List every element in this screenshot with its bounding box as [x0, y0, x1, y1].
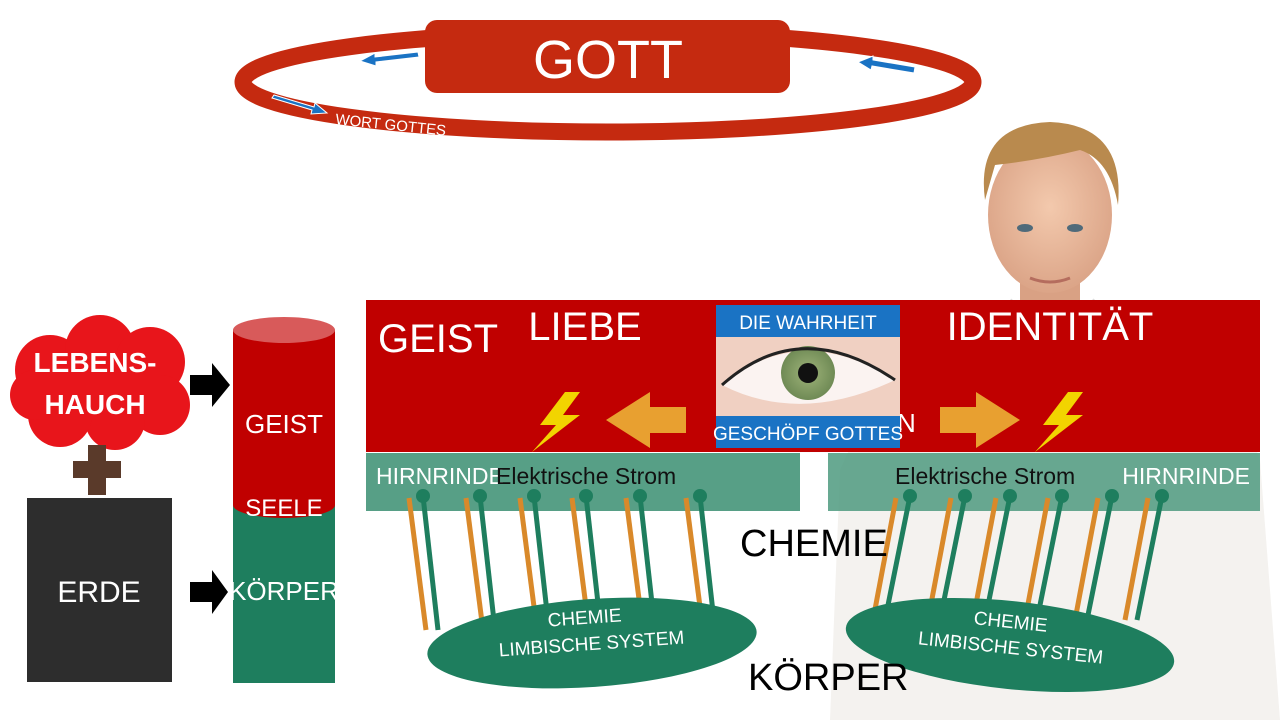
hirnrinde-right: HIRNRINDE	[1122, 463, 1250, 489]
god-cycle-ring: GOTT LIEBE FRUCHT WORT GOTTES	[234, 20, 982, 141]
synapse-dot	[416, 489, 430, 503]
gott-box	[425, 20, 790, 93]
synapse-dot	[903, 489, 917, 503]
fiber-green	[1034, 495, 1065, 621]
eye-caption-bottom: GESCHÖPF GOTTES	[713, 424, 903, 445]
band-identitaet: IDENTITÄT	[947, 305, 1154, 349]
arrow-left-icon	[606, 392, 686, 448]
synapse-dot	[1003, 489, 1017, 503]
fiber-green	[1084, 495, 1115, 621]
koerper-label: KÖRPER	[748, 657, 908, 699]
lightning-icon	[1035, 392, 1083, 452]
cylinder-geist: GEIST	[245, 409, 323, 439]
erde-box	[27, 498, 172, 682]
hirnrinde-left: HIRNRINDE	[376, 463, 504, 489]
band-geist: GEIST	[378, 317, 498, 361]
gott-title: GOTT	[533, 30, 683, 90]
strom-right: Elektrische Strom	[895, 463, 1075, 489]
synapse-dot	[473, 489, 487, 503]
strom-left: Elektrische Strom	[496, 463, 676, 489]
cylinder-koerper: KÖRPER	[229, 576, 339, 606]
lebenshauch-cloud: LEBENS- HAUCH	[10, 315, 190, 450]
fiber-green	[420, 495, 441, 631]
eye-image: DIE WAHRHEIT GESCHÖPF GOTTES	[713, 305, 903, 448]
arrow-right-icon	[190, 363, 230, 407]
limbic-oval-left	[427, 597, 757, 689]
eye-caption-top: DIE WAHRHEIT	[739, 313, 877, 334]
synapse-dot	[1155, 489, 1169, 503]
synapse-dot	[527, 489, 541, 503]
arrow-right-icon	[271, 94, 329, 115]
cloud-text-line2: HAUCH	[44, 389, 145, 420]
geist-seele-koerper-cylinder: GEIST SEELE KÖRPER	[229, 317, 339, 683]
arrow-left-icon	[856, 55, 916, 74]
synapse-dot	[579, 489, 593, 503]
arrow-right-icon	[940, 392, 1020, 448]
synapse-dot	[958, 489, 972, 503]
limbic-oval-right	[845, 597, 1175, 693]
synapse-dot	[1105, 489, 1119, 503]
cortex-band-right	[828, 453, 1260, 511]
lightning-icon	[532, 392, 580, 452]
cloud-text-line1: LEBENS-	[34, 347, 157, 378]
ring-label-frucht: FRUCHT	[800, 51, 863, 74]
plus-icon	[73, 445, 121, 495]
fiber-green	[882, 495, 913, 621]
synapse-dot	[1055, 489, 1069, 503]
fiber-orange	[870, 497, 899, 621]
limbic-left-line1: CHEMIE	[547, 605, 622, 631]
fiber-orange	[463, 497, 486, 631]
fiber-orange	[1022, 497, 1051, 621]
fiber-green	[1134, 495, 1165, 621]
fiber-orange	[1122, 497, 1151, 621]
synapse-dot	[633, 489, 647, 503]
fiber-orange	[406, 497, 429, 631]
fiber-orange	[1072, 497, 1101, 621]
arrow-right-icon	[190, 570, 228, 614]
erde-label: ERDE	[57, 576, 140, 609]
arrow-left-icon	[358, 51, 420, 67]
fiber-green	[477, 495, 498, 631]
band-letter: N	[897, 408, 916, 438]
chemie-label: CHEMIE	[740, 523, 888, 565]
synapse-dot	[693, 489, 707, 503]
band-liebe: LIEBE	[528, 305, 641, 349]
cylinder-seele: SEELE	[245, 495, 322, 522]
